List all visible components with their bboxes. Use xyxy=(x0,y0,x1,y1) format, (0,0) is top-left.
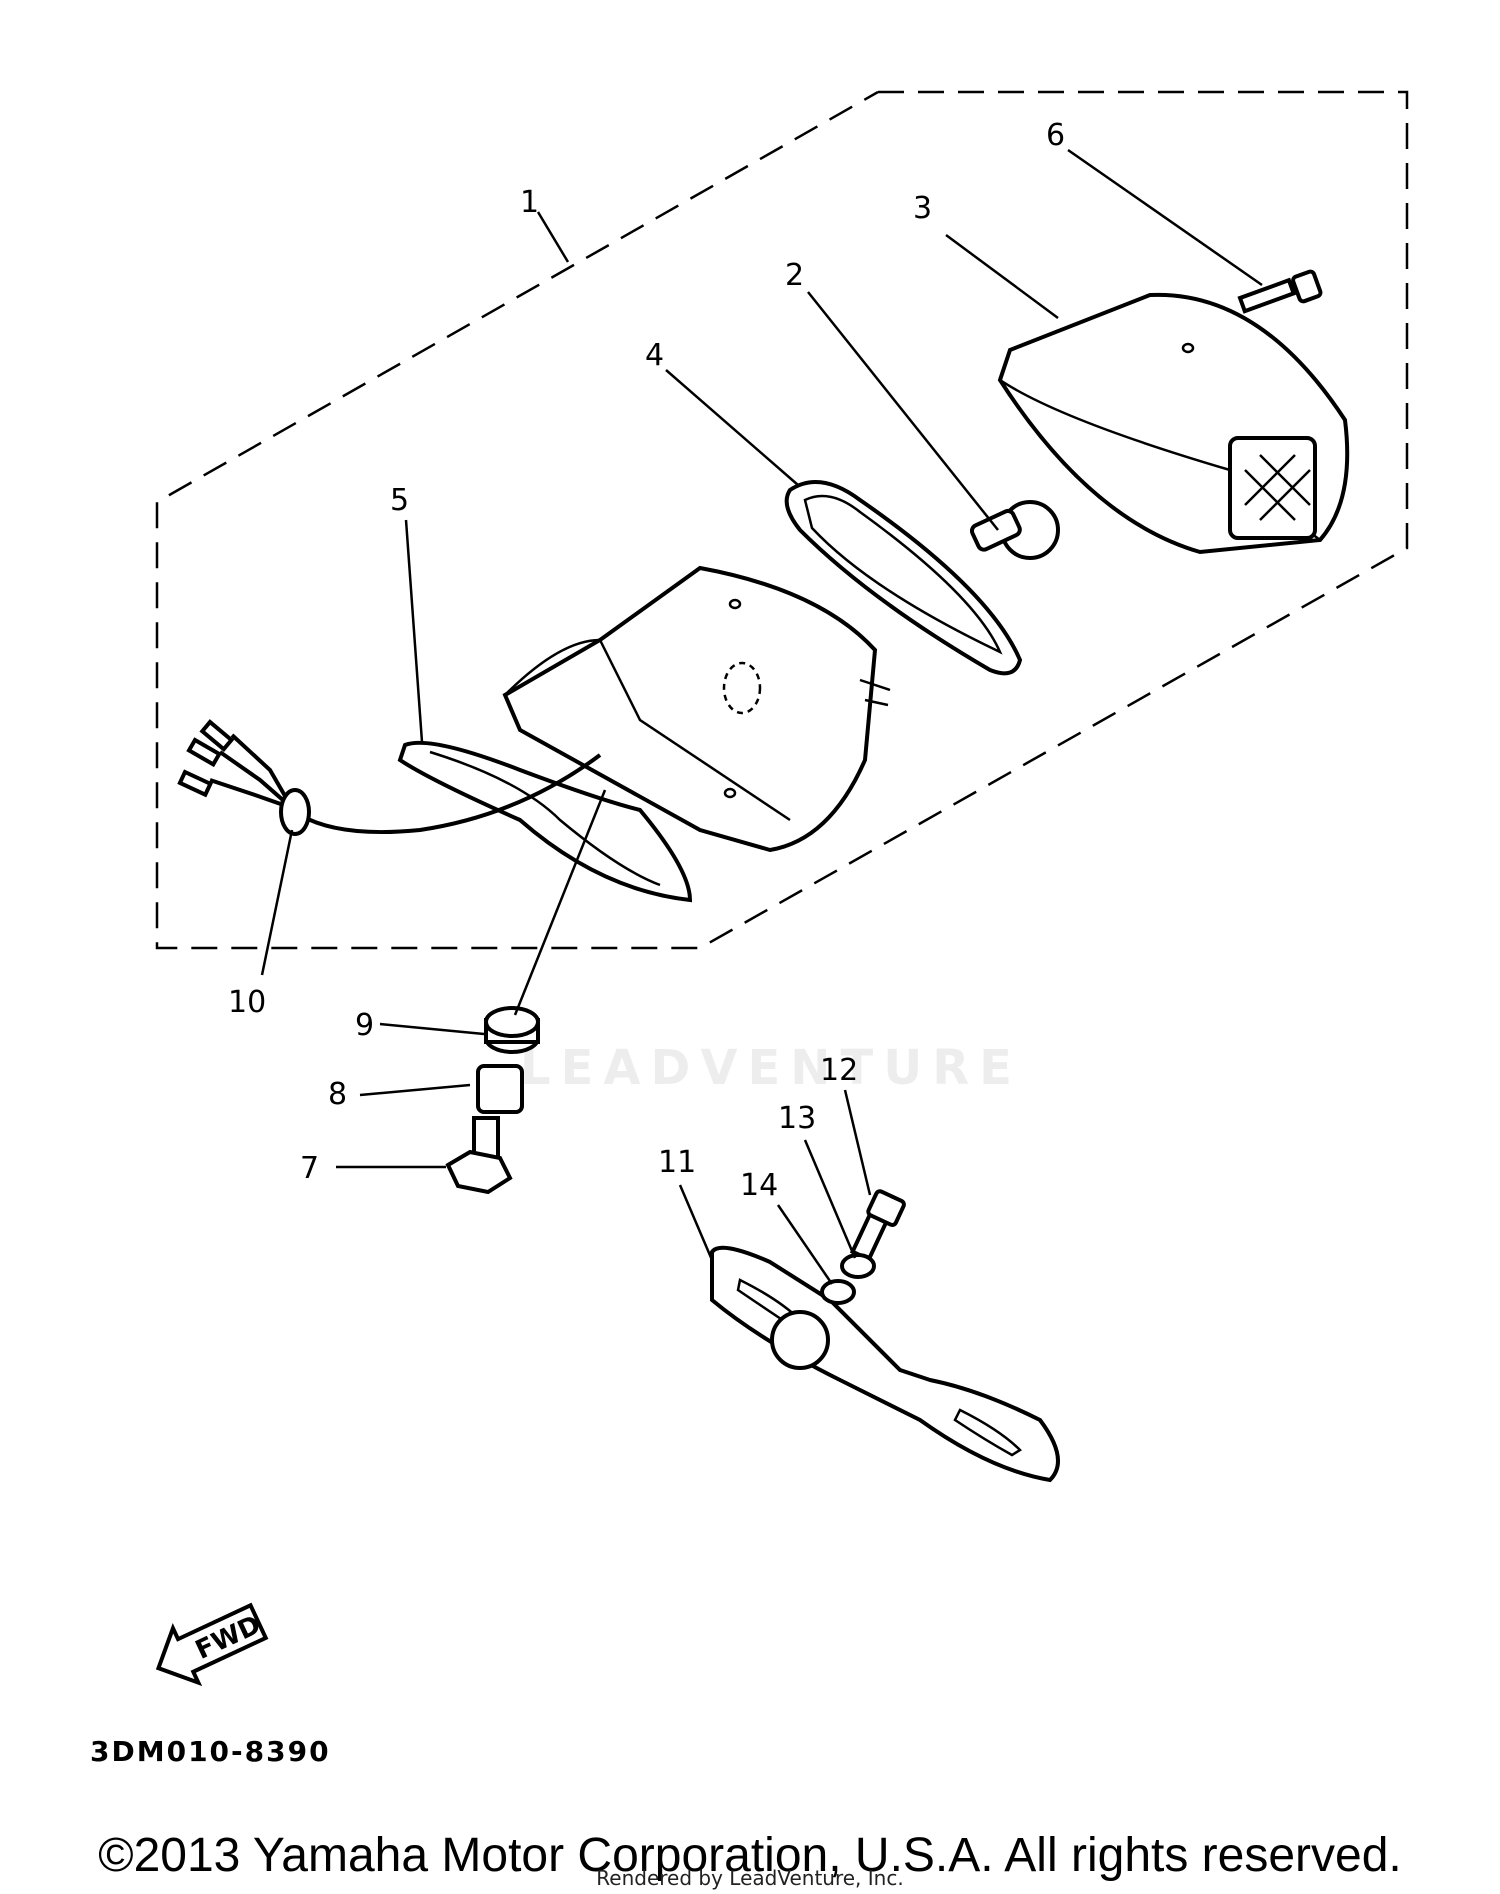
diagram-code: 3DM010-8390 xyxy=(90,1735,331,1768)
wire-harness xyxy=(177,719,602,836)
plain-washer xyxy=(820,1279,856,1305)
callout-4: 4 xyxy=(645,338,664,373)
callout-2: 2 xyxy=(785,258,804,293)
callout-3: 3 xyxy=(913,191,932,226)
callout-12: 12 xyxy=(820,1053,858,1088)
assembly-boundary xyxy=(155,90,1409,950)
callout-5: 5 xyxy=(390,483,409,518)
rendered-by-text: Rendered by LeadVenture, Inc. xyxy=(596,1866,904,1890)
bulb xyxy=(969,500,1060,560)
bracket-bolt xyxy=(849,1189,906,1262)
collar xyxy=(476,1064,524,1114)
lens-cover xyxy=(997,292,1350,555)
forward-arrow: FWD xyxy=(155,1602,269,1687)
flange-bolt xyxy=(445,1116,513,1195)
callout-10: 10 xyxy=(228,985,266,1020)
copyright-notice: ©2013 Yamaha Motor Corporation, U.S.A. A… xyxy=(98,1829,1402,1882)
callout-6: 6 xyxy=(1046,118,1065,153)
callout-9: 9 xyxy=(355,1008,374,1043)
lens-screw xyxy=(1237,269,1323,314)
watermark-text: LEADVENTURE xyxy=(520,1040,1022,1096)
callout-13: 13 xyxy=(778,1101,816,1136)
tail-light-base xyxy=(502,565,891,853)
grommet xyxy=(484,1006,540,1054)
lens-gasket xyxy=(784,480,1023,676)
callout-7: 7 xyxy=(300,1151,319,1186)
base-gasket xyxy=(397,740,693,903)
callout-14: 14 xyxy=(740,1168,778,1203)
mounting-bracket xyxy=(710,1245,1060,1483)
leader-lines xyxy=(260,148,1263,1285)
callout-11: 11 xyxy=(658,1145,696,1180)
lock-washer xyxy=(840,1253,876,1279)
callout-8: 8 xyxy=(328,1077,347,1112)
callout-1: 1 xyxy=(520,185,539,220)
